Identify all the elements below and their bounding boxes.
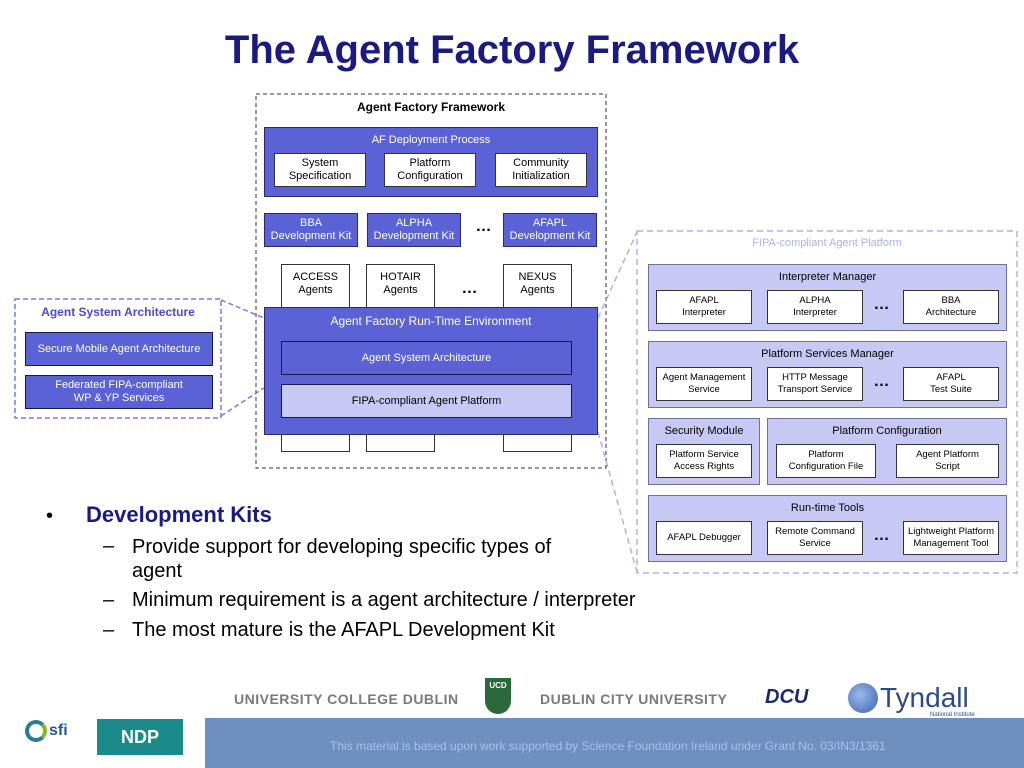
bullet-main: • Development Kits (46, 502, 606, 528)
config-file: Platform Configuration File (776, 444, 876, 478)
ucd-crest-logo: UCD (485, 678, 511, 714)
service-afapl-test-suite: AFAPL Test Suite (903, 367, 999, 401)
runtime-fipa-box: FIPA-compliant Agent Platform (281, 384, 572, 418)
sfi-logo-text: sfi (49, 722, 68, 739)
interpreter-alpha: ALPHA Interpreter (767, 290, 863, 324)
bullet-sub-text: The most mature is the AFAPL Development… (132, 619, 555, 641)
devkit-label: BBA Development Kit (270, 217, 352, 242)
sfi-swirl-icon (25, 720, 47, 742)
services-manager-title: Platform Services Manager (761, 348, 894, 360)
asa-item-label: Secure Mobile Agent Architecture (37, 343, 201, 355)
slide-title: The Agent Factory Framework (224, 28, 800, 72)
interpreter-label: AFAPL Interpreter (682, 295, 726, 318)
interpreter-ellipsis: … (873, 296, 891, 313)
asa-item-secure-mobile: Secure Mobile Agent Architecture (25, 332, 213, 366)
devkit-alpha: ALPHA Development Kit (367, 213, 461, 247)
security-module-title: Security Module (664, 425, 744, 437)
sub-bullet-marker: – (103, 589, 115, 611)
tool-label: AFAPL Debugger (667, 532, 741, 543)
interpreter-bba: BBA Architecture (903, 290, 999, 324)
devkit-bba: BBA Development Kit (264, 213, 358, 247)
bullet-marker: • (46, 505, 54, 527)
ucd-label: UNIVERSITY COLLEGE DUBLIN (234, 691, 459, 707)
ndp-logo-text: NDP (120, 726, 159, 747)
tool-lightweight-management: Lightweight Platform Management Tool (903, 521, 999, 555)
tool-remote-command: Remote Command Service (767, 521, 863, 555)
tyndall-logo: Tyndall (880, 682, 969, 713)
interpreter-label: BBA Architecture (925, 295, 977, 318)
security-label: Platform Service Access Rights (669, 449, 739, 472)
devkit-label: ALPHA Development Kit (373, 217, 455, 242)
dcu-logo: DCU (765, 686, 809, 708)
tool-afapl-debugger: AFAPL Debugger (656, 521, 752, 555)
tool-label: Remote Command Service (775, 526, 855, 549)
dcu-label: DUBLIN CITY UNIVERSITY (540, 691, 728, 707)
bullet-sub-2: –Minimum requirement is a agent architec… (103, 589, 743, 612)
security-access-rights: Platform Service Access Rights (656, 444, 752, 478)
tools-ellipsis: … (873, 527, 891, 544)
agents-label: NEXUS Agents (518, 271, 557, 296)
sub-bullet-marker: – (103, 619, 115, 641)
tool-label: Lightweight Platform Management Tool (907, 526, 995, 549)
sfi-logo: sfi (25, 716, 83, 760)
deployment-item-community-init: Community Initialization (495, 153, 587, 187)
deployment-item-label: Community Initialization (512, 157, 570, 182)
runtime-tools-title: Run-time Tools (790, 502, 865, 514)
fipa-panel-title: FIPA-compliant Agent Platform (752, 237, 902, 249)
services-ellipsis: … (873, 373, 891, 390)
agents-label: HOTAIR Agents (380, 271, 421, 296)
grant-notice: This material is based upon work support… (330, 739, 886, 753)
ucd-crest-text: UCD (489, 681, 507, 690)
tyndall-sub: National Institute (930, 712, 975, 718)
bullet-sub-text: Minimum requirement is a agent architect… (132, 589, 636, 611)
devkit-label: AFAPL Development Kit (509, 217, 591, 242)
service-label: HTTP Message Transport Service (777, 372, 853, 395)
bullet-sub-3: –The most mature is the AFAPL Developmen… (103, 619, 743, 642)
interpreter-manager-title: Interpreter Manager (778, 271, 877, 283)
interpreter-afapl: AFAPL Interpreter (656, 290, 752, 324)
ndp-logo: NDP (97, 719, 183, 755)
asa-item-label: Federated FIPA-compliant WP & YP Service… (55, 379, 183, 404)
config-label: Platform Configuration File (788, 449, 864, 472)
config-script: Agent Platform Script (896, 444, 999, 478)
runtime-environment-title: Agent Factory Run-Time Environment (330, 314, 532, 328)
service-label: Agent Management Service (662, 372, 746, 395)
devkit-ellipsis: … (475, 218, 493, 235)
config-label: Agent Platform Script (916, 449, 979, 472)
bullet-sub-1: –Provide support for developing specific… (103, 535, 623, 583)
deployment-item-label: Platform Configuration (397, 157, 463, 182)
bullet-sub-text: Provide support for developing specific … (132, 536, 552, 582)
deployment-item-label: System Specification (288, 157, 352, 182)
sub-bullet-marker: – (103, 535, 115, 557)
service-http-transport: HTTP Message Transport Service (767, 367, 863, 401)
platform-config-title: Platform Configuration (832, 425, 942, 437)
deployment-item-platform-config: Platform Configuration (384, 153, 476, 187)
deployment-process-title: AF Deployment Process (371, 134, 491, 146)
asa-item-federated: Federated FIPA-compliant WP & YP Service… (25, 375, 213, 409)
tyndall-globe-icon (848, 683, 878, 713)
framework-title: Agent Factory Framework (356, 100, 506, 114)
service-agent-management: Agent Management Service (656, 367, 752, 401)
devkit-afapl: AFAPL Development Kit (503, 213, 597, 247)
interpreter-label: ALPHA Interpreter (793, 295, 837, 318)
deployment-item-system-spec: System Specification (274, 153, 366, 187)
bullet-main-text: Development Kits (86, 502, 272, 527)
agents-ellipsis: … (461, 280, 479, 297)
asa-panel-title: Agent System Architecture (41, 305, 195, 319)
service-label: AFAPL Test Suite (930, 372, 972, 395)
runtime-asa-box: Agent System Architecture (281, 341, 572, 375)
agents-label: ACCESS Agents (292, 271, 339, 296)
